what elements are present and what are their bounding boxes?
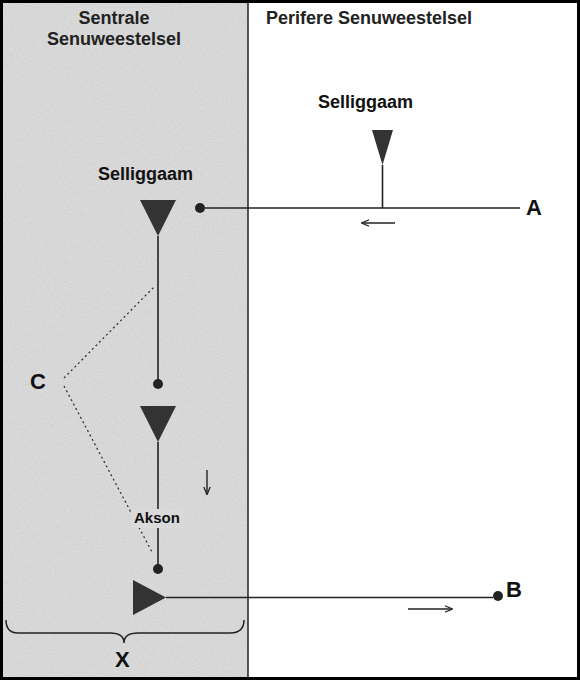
cell-body bbox=[140, 200, 176, 236]
cns-texture bbox=[0, 0, 248, 680]
sensory-axon bbox=[205, 207, 520, 209]
nervous-system-panel: Perifere Senuweestelsel bbox=[248, 0, 580, 680]
axon-terminal bbox=[493, 591, 503, 601]
impulse-arrow bbox=[206, 470, 207, 494]
bracket bbox=[6, 620, 244, 643]
cell-body-label: Selliggaam bbox=[318, 93, 413, 113]
axon-line bbox=[157, 236, 159, 380]
divider-line bbox=[247, 0, 249, 680]
synapse-knob bbox=[153, 564, 163, 574]
end-letter: A bbox=[526, 196, 542, 220]
leader-line bbox=[64, 287, 154, 378]
region-letter: X bbox=[115, 648, 130, 672]
nervous-system-panel: Sentrale Senuweestelsel bbox=[0, 0, 248, 680]
panel-heading: Sentrale Senuweestelsel bbox=[14, 8, 214, 49]
cell-body bbox=[133, 580, 166, 615]
end-letter: B bbox=[506, 578, 522, 602]
cell-body bbox=[140, 406, 176, 442]
motor-axon bbox=[166, 597, 493, 599]
pns-ground bbox=[248, 0, 580, 680]
panel-heading: Perifere Senuweestelsel bbox=[266, 8, 566, 29]
axon-label: Akson bbox=[131, 509, 183, 528]
cell-body-label: Selliggaam bbox=[98, 165, 193, 185]
impulse-arrow bbox=[362, 222, 395, 223]
synapse-knob bbox=[153, 379, 163, 389]
dendrite-stalk bbox=[382, 165, 384, 208]
part-letter: C bbox=[30, 370, 46, 394]
axon-line bbox=[157, 442, 159, 565]
cell-body bbox=[372, 130, 393, 165]
impulse-arrow bbox=[408, 608, 452, 609]
synapse-knob bbox=[195, 203, 205, 213]
cns-ground bbox=[0, 0, 248, 680]
